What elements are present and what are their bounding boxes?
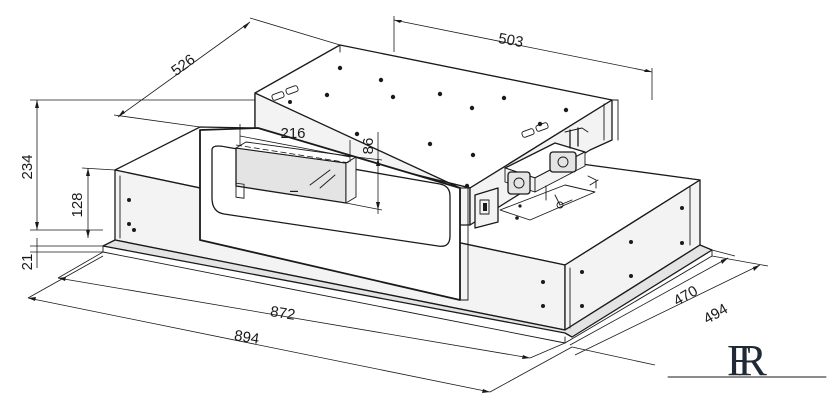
dim-234: 234 (19, 154, 36, 179)
duct-frame-opening (211, 145, 451, 247)
dim-216: 216 (280, 125, 305, 142)
dim-128: 128 (69, 192, 86, 217)
motor-assembly (474, 127, 599, 229)
dim-503: 503 (497, 30, 525, 51)
dim-86: 86 (360, 138, 377, 155)
duct-outlet: ▬▬ (235, 141, 357, 204)
dim-470: 470 (671, 282, 701, 309)
brand-logo: FR (667, 336, 827, 385)
mounting-slots (271, 85, 549, 138)
dim-526: 526 (168, 51, 198, 79)
dim-21: 21 (19, 254, 36, 271)
motor-block-left (507, 171, 531, 195)
motor-baseplate (499, 184, 596, 221)
logo-text: FR (727, 336, 767, 385)
dim-872: 872 (269, 303, 296, 324)
motor-block-right (549, 151, 577, 173)
dim-494: 494 (701, 300, 731, 327)
duct-label-mark: ▬▬ (290, 188, 298, 193)
dim-894: 894 (233, 327, 260, 348)
dimension-lines (27, 16, 769, 393)
canopy-screw-holes (127, 198, 684, 308)
canopy-bottom-lip (102, 239, 713, 338)
